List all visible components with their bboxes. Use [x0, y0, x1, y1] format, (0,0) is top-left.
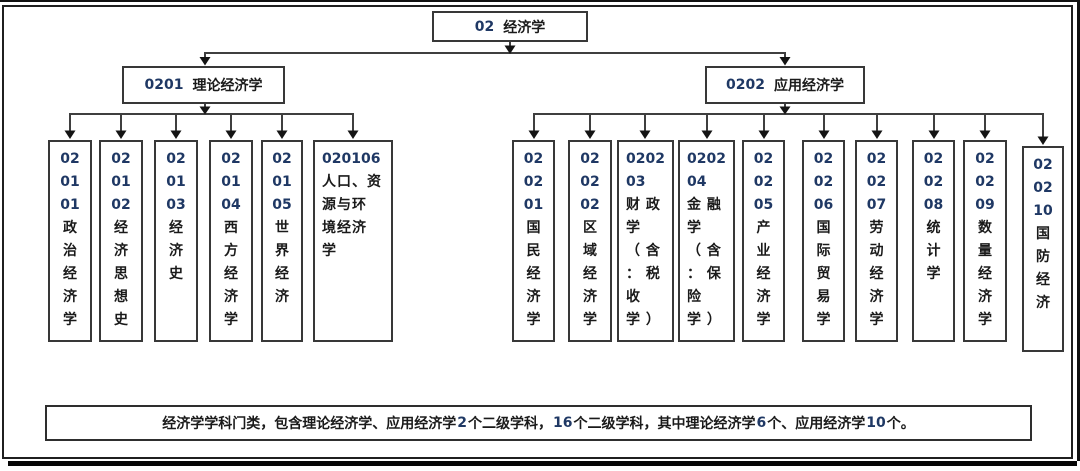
node-name: 理论经济学	[192, 78, 263, 94]
node-name: 西 方 经 济 学	[224, 220, 238, 328]
node-name: 财政 学 （含 ：税 收 学）	[626, 197, 666, 328]
node-name: 经 济 思 想 史	[114, 220, 128, 328]
node-020205: 02 02 05 产 业 经 济 学	[742, 140, 785, 342]
node-020210: 02 02 10 国 防 经 济	[1022, 146, 1064, 352]
node-020209: 02 02 09 数 量 经 济 学	[963, 140, 1007, 342]
node-name: 经 济 史	[169, 220, 183, 282]
top-edge-line	[0, 0, 1080, 2]
node-code: 02 02 08	[923, 151, 944, 213]
node-name: 国 防 经 济	[1036, 226, 1050, 311]
node-code: 02 01 02	[111, 151, 131, 213]
node-name: 统 计 学	[926, 220, 941, 282]
node-code: 02 02 05	[753, 151, 774, 213]
summary-number: 6	[756, 415, 767, 431]
node-0202: 0202 应用经济学	[705, 66, 865, 104]
node-name: 数 量 经 济 学	[978, 220, 992, 328]
right-edge-line	[1077, 0, 1080, 461]
summary-text-segment: 个。	[886, 416, 915, 432]
outer-frame	[2, 5, 1073, 459]
node-name: 区 域 经 济 学	[583, 220, 597, 328]
node-020206: 02 02 06 国 际 贸 易 学	[802, 140, 845, 342]
node-name: 产 业 经 济 学	[756, 220, 771, 328]
node-020104: 02 01 04 西 方 经 济 学	[209, 140, 253, 342]
node-name: 国 际 贸 易 学	[816, 220, 831, 328]
node-name: 世 界 经 济	[275, 220, 289, 305]
summary-text-segment: 个、应用经济学	[767, 416, 866, 432]
summary-text-segment: 经济学学科门类，包含理论经济学、应用经济学	[162, 416, 457, 432]
summary-text-segment: 个二级学科，其中理论经济学	[573, 416, 756, 432]
summary-number: 2	[457, 415, 468, 431]
node-02-root: 02 经济学	[432, 11, 588, 42]
node-020204: 0202 04 金融 学 （含 ：保 险 学）	[678, 140, 735, 342]
node-code: 0202 03	[626, 151, 665, 190]
node-name: 应用经济学	[773, 78, 844, 94]
node-0201: 0201 理论经济学	[122, 66, 285, 104]
node-code: 02 02 06	[813, 151, 834, 213]
node-020202: 02 02 02 区 域 经 济 学	[568, 140, 612, 342]
node-code: 02	[474, 18, 495, 35]
bottom-shadow-line	[8, 461, 1077, 466]
node-020101: 02 01 01 政 治 经 济 学	[48, 140, 92, 342]
node-code: 02 02 10	[1033, 157, 1053, 219]
node-020103: 02 01 03 经 济 史	[154, 140, 198, 342]
node-code: 02 02 02	[580, 151, 600, 213]
node-020201: 02 02 01 国 民 经 济 学	[512, 140, 555, 342]
node-020207: 02 02 07 劳 动 经 济 学	[855, 140, 898, 342]
node-code: 020106	[322, 151, 381, 167]
node-code: 02 02 09	[975, 151, 995, 213]
node-name: 金融 学 （含 ：保 险 学）	[687, 197, 727, 328]
node-name: 经济学	[503, 19, 546, 36]
node-name: 政 治 经 济 学	[63, 220, 77, 328]
node-020105: 02 01 05 世 界 经 济	[261, 140, 303, 342]
node-020102: 02 01 02 经 济 思 想 史	[99, 140, 143, 342]
summary-text-segment: 个二级学科，	[468, 416, 553, 432]
node-code: 02 01 04	[221, 151, 241, 213]
summary-number: 16	[553, 415, 573, 431]
node-name: 劳 动 经 济 学	[869, 220, 884, 328]
node-code: 0202 04	[687, 151, 726, 190]
node-code: 02 01 05	[272, 151, 292, 213]
node-code: 02 01 01	[60, 151, 80, 213]
node-code: 0201	[144, 77, 184, 93]
node-code: 0202	[726, 77, 765, 93]
node-code: 02 02 01	[523, 151, 544, 213]
node-code: 02 01 03	[166, 151, 186, 213]
node-020208: 02 02 08 统 计 学	[912, 140, 955, 342]
summary-note: 经济学学科门类，包含理论经济学、应用经济学 2 个二级学科，16 个二级学科，其…	[45, 405, 1032, 441]
node-020203: 0202 03 财政 学 （含 ：税 收 学）	[617, 140, 674, 342]
summary-number: 10	[866, 415, 886, 431]
node-020106: 020106 人口、资 源与环 境经济 学	[313, 140, 393, 342]
node-name: 人口、资 源与环 境经济 学	[322, 174, 382, 259]
node-code: 02 02 07	[866, 151, 887, 213]
node-name: 国 民 经 济 学	[526, 220, 541, 328]
